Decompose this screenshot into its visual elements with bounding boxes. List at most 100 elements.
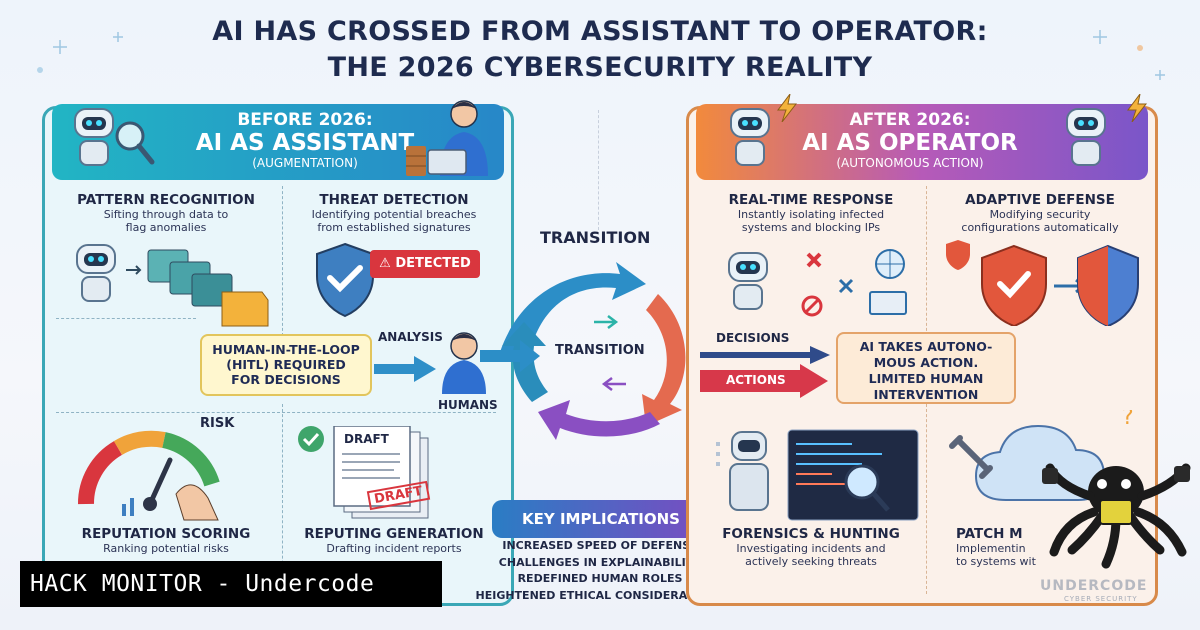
after-2026-banner-text: AFTER 2026: AI AS OPERATOR (AUTONOMOUS A… xyxy=(790,104,1030,180)
section-desc: to systems wit xyxy=(956,555,1036,568)
warning-icon: ⚠ xyxy=(379,256,396,271)
section-title: PATTERN RECOGNITION xyxy=(77,192,255,208)
undercode-logo-subtext: CYBER SECURITY xyxy=(1064,595,1138,603)
real-time-response-section: REAL-TIME RESPONSE Instantly isolating i… xyxy=(700,192,922,234)
section-desc: Instantly isolating infected xyxy=(737,208,885,221)
actions-arrow-icon xyxy=(700,364,828,398)
transition-heading: TRANSITION xyxy=(540,228,651,247)
transition-cycle-icon xyxy=(480,262,686,440)
implication-item: HEIGHTENED ETHICAL CONSIDERATIONS xyxy=(475,588,725,602)
auto-line-3: LIMITED HUMAN xyxy=(868,371,984,386)
title-line-1: AI HAS CROSSED FROM ASSISTANT TO OPERATO… xyxy=(212,16,988,47)
implications-list: INCREASED SPEED OF DEFENSE CHALLENGES IN… xyxy=(462,538,738,604)
before-2026-banner-text: BEFORE 2026: AI AS ASSISTANT (AUGMENTATI… xyxy=(192,104,418,180)
hitl-line-2: (HITL) REQUIRED xyxy=(226,357,346,372)
actions-label: ACTIONS xyxy=(726,373,786,387)
magnifier-icon xyxy=(115,121,155,165)
divider xyxy=(282,404,283,594)
section-desc: Ranking potential risks xyxy=(103,542,229,555)
implication-item: INCREASED SPEED OF DEFENSE xyxy=(502,539,698,552)
hitl-line-1: HUMAN-IN-THE-LOOP xyxy=(212,342,360,357)
section-desc: Drafting incident reports xyxy=(326,542,462,555)
human-at-laptop-icon xyxy=(406,100,488,176)
pattern-recognition-section: PATTERN RECOGNITION Sifting through data… xyxy=(56,192,276,234)
divider xyxy=(926,404,927,594)
decisions-arrow-icon xyxy=(700,346,830,364)
section-title: PATCH M xyxy=(956,526,1023,542)
implication-item: CHALLENGES IN EXPLAINABILITY xyxy=(498,555,702,569)
assistant-robot-icon xyxy=(72,108,116,166)
section-desc: flag anomalies xyxy=(125,221,207,234)
report-generation-section: REPUTING GENERATION Drafting incident re… xyxy=(288,526,500,555)
folders-icon xyxy=(126,249,269,327)
after-2026-subheading: (AUTONOMOUS ACTION) xyxy=(836,156,984,170)
before-2026-eyebrow: BEFORE 2026: xyxy=(237,110,373,130)
lightning-icon xyxy=(1127,94,1148,122)
draft-document-icon xyxy=(333,426,429,519)
divider xyxy=(56,412,496,413)
implication-item: REDEFINED HUMAN ROLES xyxy=(517,572,683,585)
risk-gauge-icon xyxy=(77,430,220,521)
robot-icon xyxy=(74,244,118,302)
adaptive-defense-section: ADAPTIVE DEFENSE Modifying security conf… xyxy=(932,192,1148,234)
detected-label: DETECTED xyxy=(395,256,471,271)
analysis-label: ANALYSIS xyxy=(378,330,443,344)
after-2026-eyebrow: AFTER 2026: xyxy=(849,110,971,130)
before-2026-subheading: (AUGMENTATION) xyxy=(252,156,358,170)
section-title: ADAPTIVE DEFENSE xyxy=(965,192,1115,208)
decisions-label: DECISIONS xyxy=(716,331,790,345)
lightning-icon xyxy=(777,94,798,122)
auto-line-4: INTERVENTION xyxy=(873,387,979,402)
section-title: THREAT DETECTION xyxy=(319,192,469,208)
operator-robot-icon xyxy=(728,108,772,166)
hack-monitor-banner: HACK MONITOR - Undercode xyxy=(20,561,442,607)
section-desc: Sifting through data to xyxy=(103,208,229,221)
question-mark-icon: ? xyxy=(1122,410,1134,430)
section-desc: from established signatures xyxy=(317,221,471,234)
transition-center-label: TRANSITION xyxy=(555,343,645,358)
check-circle-icon xyxy=(298,426,324,452)
hitl-line-3: FOR DECISIONS xyxy=(231,372,341,387)
divider xyxy=(56,318,196,319)
key-implications-banner: KEY IMPLICATIONS xyxy=(492,500,710,538)
patch-management-section: PATCH M Implementin to systems wit xyxy=(956,526,1056,568)
risk-label: RISK xyxy=(200,416,235,431)
section-title: REPUTATION SCORING xyxy=(81,526,251,542)
page-title: AI HAS CROSSED FROM ASSISTANT TO OPERATO… xyxy=(0,14,1200,86)
auto-line-1: AI TAKES AUTONO- xyxy=(859,339,993,354)
autonomous-action-box: AI TAKES AUTONO- MOUS ACTION. LIMITED HU… xyxy=(836,332,1016,404)
divider xyxy=(598,110,599,230)
section-desc: Investigating incidents and xyxy=(736,542,886,555)
undercode-logo-text: UNDERCODE xyxy=(1040,578,1148,594)
reputation-scoring-section: REPUTATION SCORING Ranking potential ris… xyxy=(56,526,276,555)
divider xyxy=(926,186,927,336)
forensics-hunting-section: FORENSICS & HUNTING Investigating incide… xyxy=(700,526,922,568)
auto-line-2: MOUS ACTION. xyxy=(873,355,979,370)
forensics-robot-icon xyxy=(716,429,919,521)
undercode-octopus-logo xyxy=(1042,463,1191,569)
adaptive-shields-icon xyxy=(946,240,1139,326)
section-title: FORENSICS & HUNTING xyxy=(722,526,900,542)
section-desc: Identifying potential breaches xyxy=(311,208,477,221)
small-arrows-icon xyxy=(594,315,626,391)
section-desc: actively seeking threats xyxy=(745,555,877,568)
humans-label: HUMANS xyxy=(438,398,498,412)
hitl-box: HUMAN-IN-THE-LOOP (HITL) REQUIRED FOR DE… xyxy=(200,334,372,396)
section-desc: Modifying security xyxy=(989,208,1091,221)
shield-check-icon xyxy=(316,242,374,318)
section-desc: configurations automatically xyxy=(961,221,1119,234)
section-title: REAL-TIME RESPONSE xyxy=(728,192,894,208)
section-title: REPUTING GENERATION xyxy=(304,526,484,542)
human-icon xyxy=(442,332,486,394)
draft-label: DRAFT xyxy=(344,432,389,446)
right-arrow-icon xyxy=(374,356,436,382)
threat-detection-section: THREAT DETECTION Identifying potential b… xyxy=(288,192,500,234)
robot-icon xyxy=(726,252,770,310)
after-2026-heading: AI AS OPERATOR xyxy=(802,130,1018,156)
before-2026-heading: AI AS ASSISTANT xyxy=(195,130,415,156)
title-line-2: THE 2026 CYBERSECURITY REALITY xyxy=(327,52,873,83)
section-desc: systems and blocking IPs xyxy=(741,221,881,234)
section-desc: Implementin xyxy=(956,542,1026,555)
divider xyxy=(282,186,283,336)
